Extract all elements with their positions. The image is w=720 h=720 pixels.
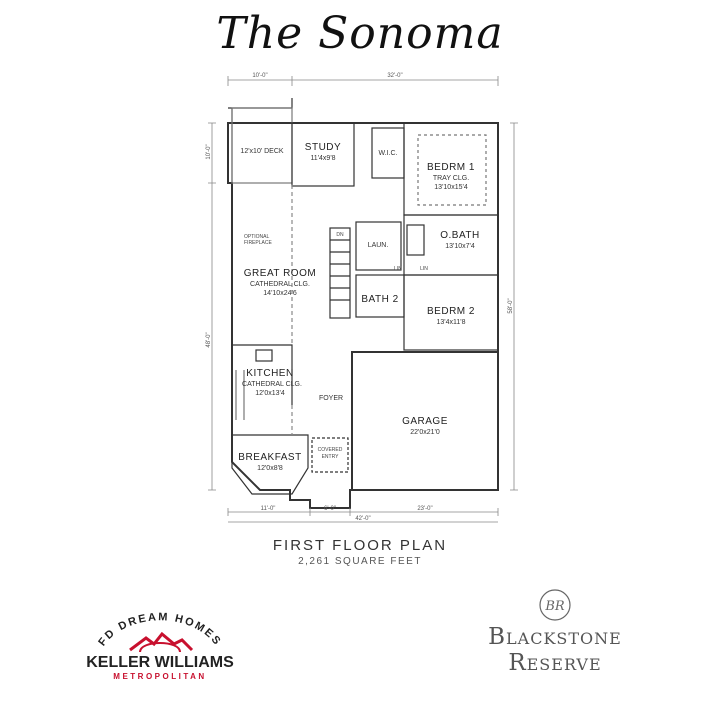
bedrm1-size: 13'10x15'4 <box>434 184 468 191</box>
bedrm1-label: BEDRM 1 <box>427 162 475 173</box>
breakfast-label: BREAKFAST <box>238 452 301 463</box>
keller-williams-sub: METROPOLITAN <box>113 672 207 681</box>
dim-overall-width: 42'-0" <box>355 516 370 522</box>
great-room-label: GREAT ROOM <box>244 268 316 279</box>
dim-left-lower: 48'-0" <box>206 332 212 347</box>
dim-bottom-mid: 6'-0" <box>324 506 336 512</box>
great-room-size: 14'10x24'6 <box>263 290 297 297</box>
house-roofline-icon <box>129 631 194 652</box>
keller-williams-name: KELLER WILLIAMS <box>86 654 234 671</box>
bedrm2-size: 13'4x11'8 <box>436 319 465 326</box>
garage-label: GARAGE <box>402 416 448 427</box>
dim-bottom-right: 23'-0" <box>417 506 432 512</box>
kitchen-size: 12'0x13'4 <box>255 390 285 397</box>
stair-label: DN <box>336 232 344 238</box>
study-size: 11'4x9'8 <box>310 155 335 162</box>
plan-name-title: The Sonoma <box>216 8 504 59</box>
blackstone-name: Blackstone <box>488 624 622 650</box>
obath-label: O.BATH <box>440 230 479 241</box>
dim-bottom-left: 11'-0" <box>261 506 276 512</box>
deck-label: 12'x10' DECK <box>240 148 283 155</box>
kitchen-note: CATHEDRAL CLG. <box>242 381 302 388</box>
fireplace-label-2: FIREPLACE <box>244 240 272 246</box>
plan-square-feet: 2,261 SQUARE FEET <box>298 556 422 567</box>
study-label: STUDY <box>305 142 341 153</box>
covered-entry-label-1: COVERED <box>318 447 343 453</box>
bath2-label: BATH 2 <box>361 294 398 305</box>
kitchen-label: KITCHEN <box>246 368 293 379</box>
lin-label-2: LIN <box>420 266 428 272</box>
br-monogram-text: BR <box>544 599 565 614</box>
keller-williams-logo: FD DREAM HOMES KELLER WILLIAMS METROPOLI… <box>70 596 250 686</box>
garage-size: 22'0x21'0 <box>410 429 440 436</box>
breakfast-size: 12'0x8'8 <box>257 465 283 472</box>
lin-label-1: LIN <box>394 266 402 272</box>
dim-top-right: 32'-0" <box>387 73 402 79</box>
bedrm1-note: TRAY CLG. <box>433 175 469 182</box>
foyer-label: FOYER <box>319 395 343 402</box>
great-room-note: CATHEDRAL CLG. <box>250 281 310 288</box>
blackstone-reserve-logo: BR Blackstone Reserve <box>460 588 650 688</box>
fireplace-label-1: OPTIONAL <box>244 234 270 240</box>
reserve-name: Reserve <box>508 650 602 676</box>
dim-right-overall: 58'-0" <box>508 298 514 313</box>
obath-size: 13'10x7'4 <box>445 243 475 250</box>
plan-title: FIRST FLOOR PLAN <box>272 537 448 554</box>
dim-left-upper: 10'-0" <box>206 144 212 159</box>
laun-label: LAUN. <box>368 242 389 249</box>
dim-top-left: 10'-0" <box>252 73 267 79</box>
bedrm2-label: BEDRM 2 <box>427 306 475 317</box>
covered-entry-label-2: ENTRY <box>322 454 340 460</box>
wic-label: W.I.C. <box>378 150 397 157</box>
br-monogram-icon: BR <box>539 589 571 621</box>
fd-dream-homes-emblem: FD DREAM HOMES <box>96 611 222 653</box>
